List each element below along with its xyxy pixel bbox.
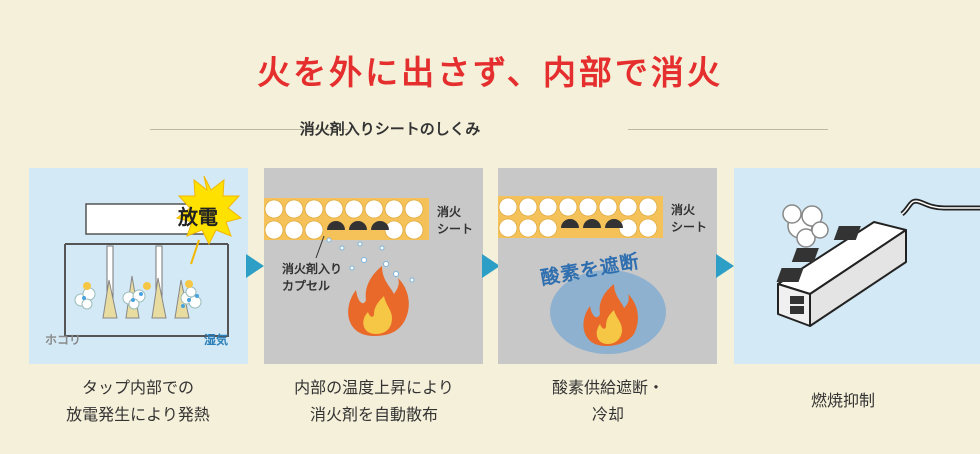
- caption-line: 内部の温度上昇により: [294, 378, 454, 397]
- step-3-illustration: [498, 168, 717, 364]
- step-2-panel: [264, 168, 483, 364]
- outlet-box: [64, 244, 229, 337]
- subtitle-row: 消火剤入りシートのしくみ: [150, 118, 630, 140]
- capsule-label-line1: 消火剤入り: [282, 262, 343, 276]
- flame-icon: [348, 266, 409, 336]
- arrow-right-icon: [716, 254, 734, 278]
- subtitle: 消火剤入りシートのしくみ: [299, 120, 481, 138]
- caption-line: タップ内部での: [81, 378, 194, 397]
- spark-burst-icon: [175, 175, 243, 246]
- capsule-icon: [561, 219, 623, 228]
- step-4-caption: 燃焼抑制: [723, 387, 963, 414]
- arrow-right-icon: [246, 254, 264, 278]
- capsule-label-line2: カプセル: [282, 279, 331, 293]
- step-2-caption: 内部の温度上昇により 消火剤を自動散布: [254, 374, 494, 428]
- sheet-label-line2: シート: [437, 222, 474, 236]
- humidity-label: 湿気: [204, 333, 229, 347]
- caption-line: 消火剤を自動散布: [309, 405, 438, 424]
- dust-label: ホコリ: [45, 333, 82, 347]
- discharge-label: 放電: [178, 205, 218, 229]
- power-strip-icon: [776, 221, 907, 327]
- capsule-icon: [327, 221, 389, 230]
- step-1-illustration: [29, 168, 248, 364]
- flame-icon: [583, 284, 638, 346]
- subtitle-divider-right-ext: [628, 129, 828, 130]
- step-4-illustration: [734, 168, 980, 364]
- step-3-panel: [498, 168, 717, 364]
- step-4-panel: [734, 168, 980, 364]
- smoke-icon: [782, 204, 829, 248]
- caption-line: 酸素供給遮断・: [551, 378, 664, 397]
- sheet-label-line1: 消火: [437, 205, 462, 219]
- caption-line: 燃焼抑制: [810, 391, 875, 410]
- page-title: 火を外に出さず、内部で消火: [257, 53, 723, 92]
- moisture-drops: [82, 292, 199, 308]
- step-1-caption: タップ内部での 放電発生により発熱: [18, 374, 258, 428]
- caption-line: 冷却: [591, 405, 624, 424]
- sheet-label-line1: 消火: [671, 203, 696, 217]
- subtitle-divider-left: [150, 129, 348, 130]
- spark-small: [83, 280, 193, 290]
- step-1-panel: [29, 168, 248, 364]
- step-3-caption: 酸素供給遮断・ 冷却: [488, 374, 728, 428]
- arrow-right-icon: [482, 254, 500, 278]
- step-2-illustration: [264, 168, 483, 364]
- sheet-label-line2: シート: [671, 220, 708, 234]
- caption-line: 放電発生により発熱: [66, 405, 210, 424]
